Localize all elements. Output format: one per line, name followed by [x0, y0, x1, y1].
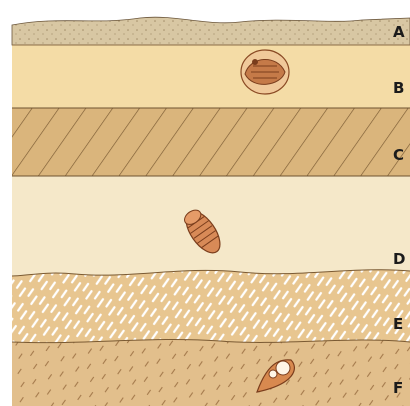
layer-label-b: B — [393, 79, 404, 97]
layer-label-d: D — [393, 250, 405, 268]
layer-b — [12, 45, 410, 108]
layer-f — [12, 339, 410, 406]
layer-a — [12, 17, 410, 45]
layer-label-e: E — [393, 315, 403, 333]
trilobite-curled-fossil — [241, 50, 289, 94]
layer-c — [12, 108, 410, 176]
layer-label-f: F — [393, 379, 403, 397]
layer-label-c: C — [393, 146, 404, 164]
layer-e — [12, 270, 410, 343]
layer-label-a: A — [393, 23, 405, 41]
